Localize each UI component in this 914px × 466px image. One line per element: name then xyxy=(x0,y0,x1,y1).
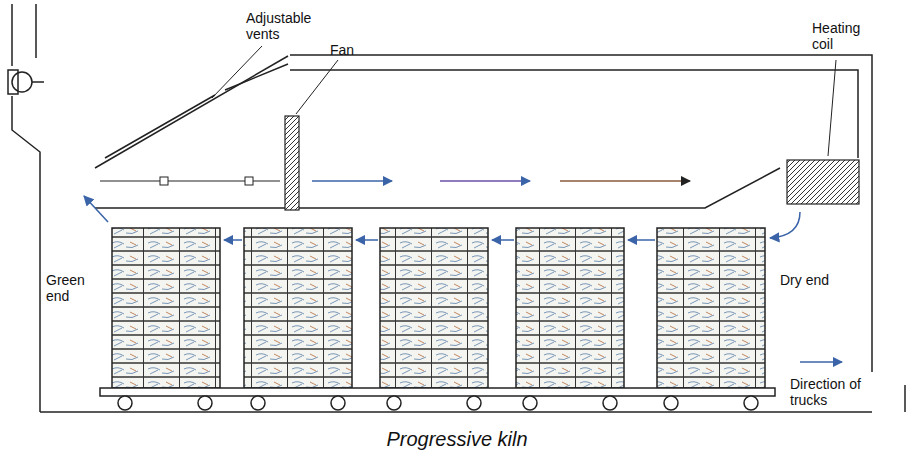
end-label: Green end xyxy=(46,272,102,304)
heating-coil-symbol xyxy=(787,160,859,204)
direction-label: Direction of trucks xyxy=(790,376,886,408)
coil-label: Heating coil xyxy=(812,20,882,52)
fan-label: Fan xyxy=(330,42,370,58)
fan-symbol xyxy=(285,116,299,210)
vent-label: Adjustable vents xyxy=(246,10,336,42)
end-label: Dry end xyxy=(780,272,836,288)
figure-caption: Progressive kiln xyxy=(257,428,657,451)
